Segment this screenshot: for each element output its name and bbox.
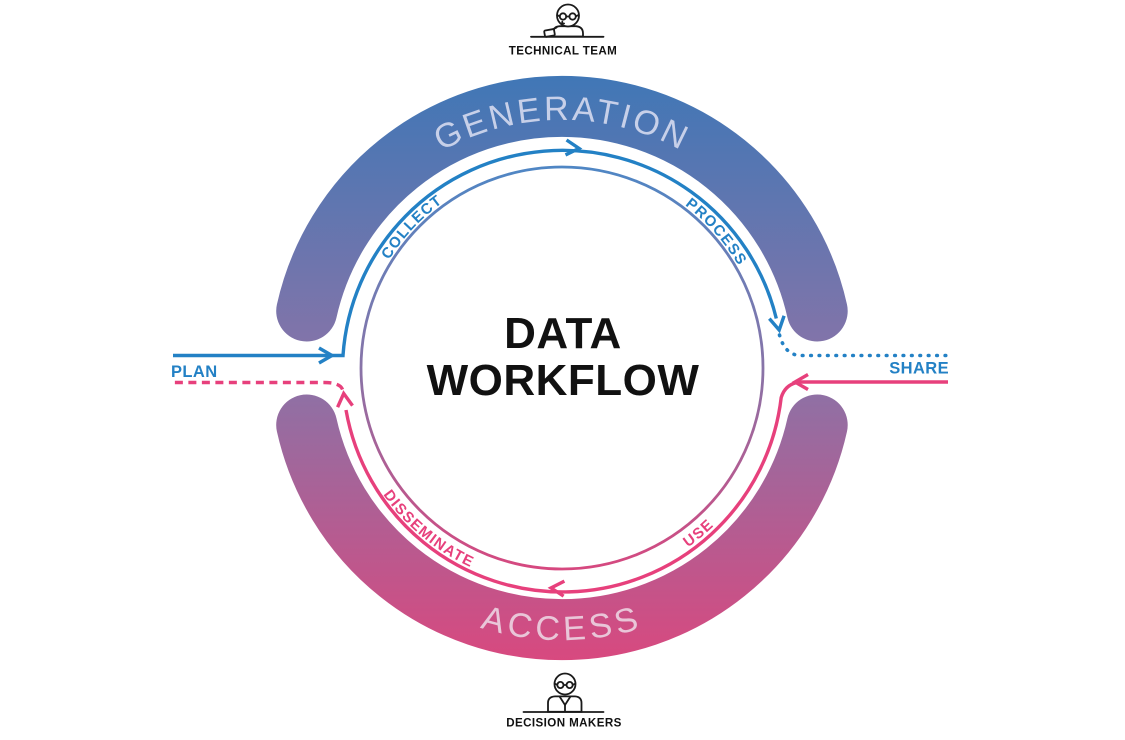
arrow-access-end-icon bbox=[336, 390, 354, 408]
laptop-icon bbox=[543, 28, 556, 38]
generation-flow-path bbox=[173, 148, 778, 358]
arrow-generation-top-icon bbox=[564, 138, 583, 157]
share-label: SHARE bbox=[889, 360, 949, 378]
diagram-title-line2: WORKFLOW bbox=[427, 356, 700, 405]
technical-team-icon bbox=[530, 3, 605, 38]
diagram-title-line1: DATA bbox=[504, 309, 622, 358]
glasses-icon bbox=[553, 681, 577, 690]
decision-makers-label: DECISION MAKERS bbox=[506, 717, 622, 730]
arrow-plan-in-icon bbox=[318, 346, 336, 365]
inner-gradient-circle bbox=[359, 165, 765, 571]
person-body bbox=[552, 25, 584, 38]
glasses-icon bbox=[556, 12, 580, 21]
arrow-generation-end-icon bbox=[768, 315, 786, 334]
technical-team-label: TECHNICAL TEAM bbox=[509, 45, 617, 58]
arrow-access-bottom-icon bbox=[547, 579, 566, 598]
outer-ring-top-arc bbox=[276, 75, 848, 342]
outer-ring-bottom-arc bbox=[276, 394, 848, 661]
decision-makers-icon bbox=[522, 672, 605, 713]
arrow-share-in-icon bbox=[791, 373, 809, 391]
plus-mark-icon bbox=[559, 20, 565, 27]
access-flow-path bbox=[344, 380, 948, 594]
access-return-dashed-path bbox=[173, 380, 345, 391]
generation-exit-dotted-path bbox=[777, 333, 950, 358]
plan-label: PLAN bbox=[171, 363, 218, 381]
